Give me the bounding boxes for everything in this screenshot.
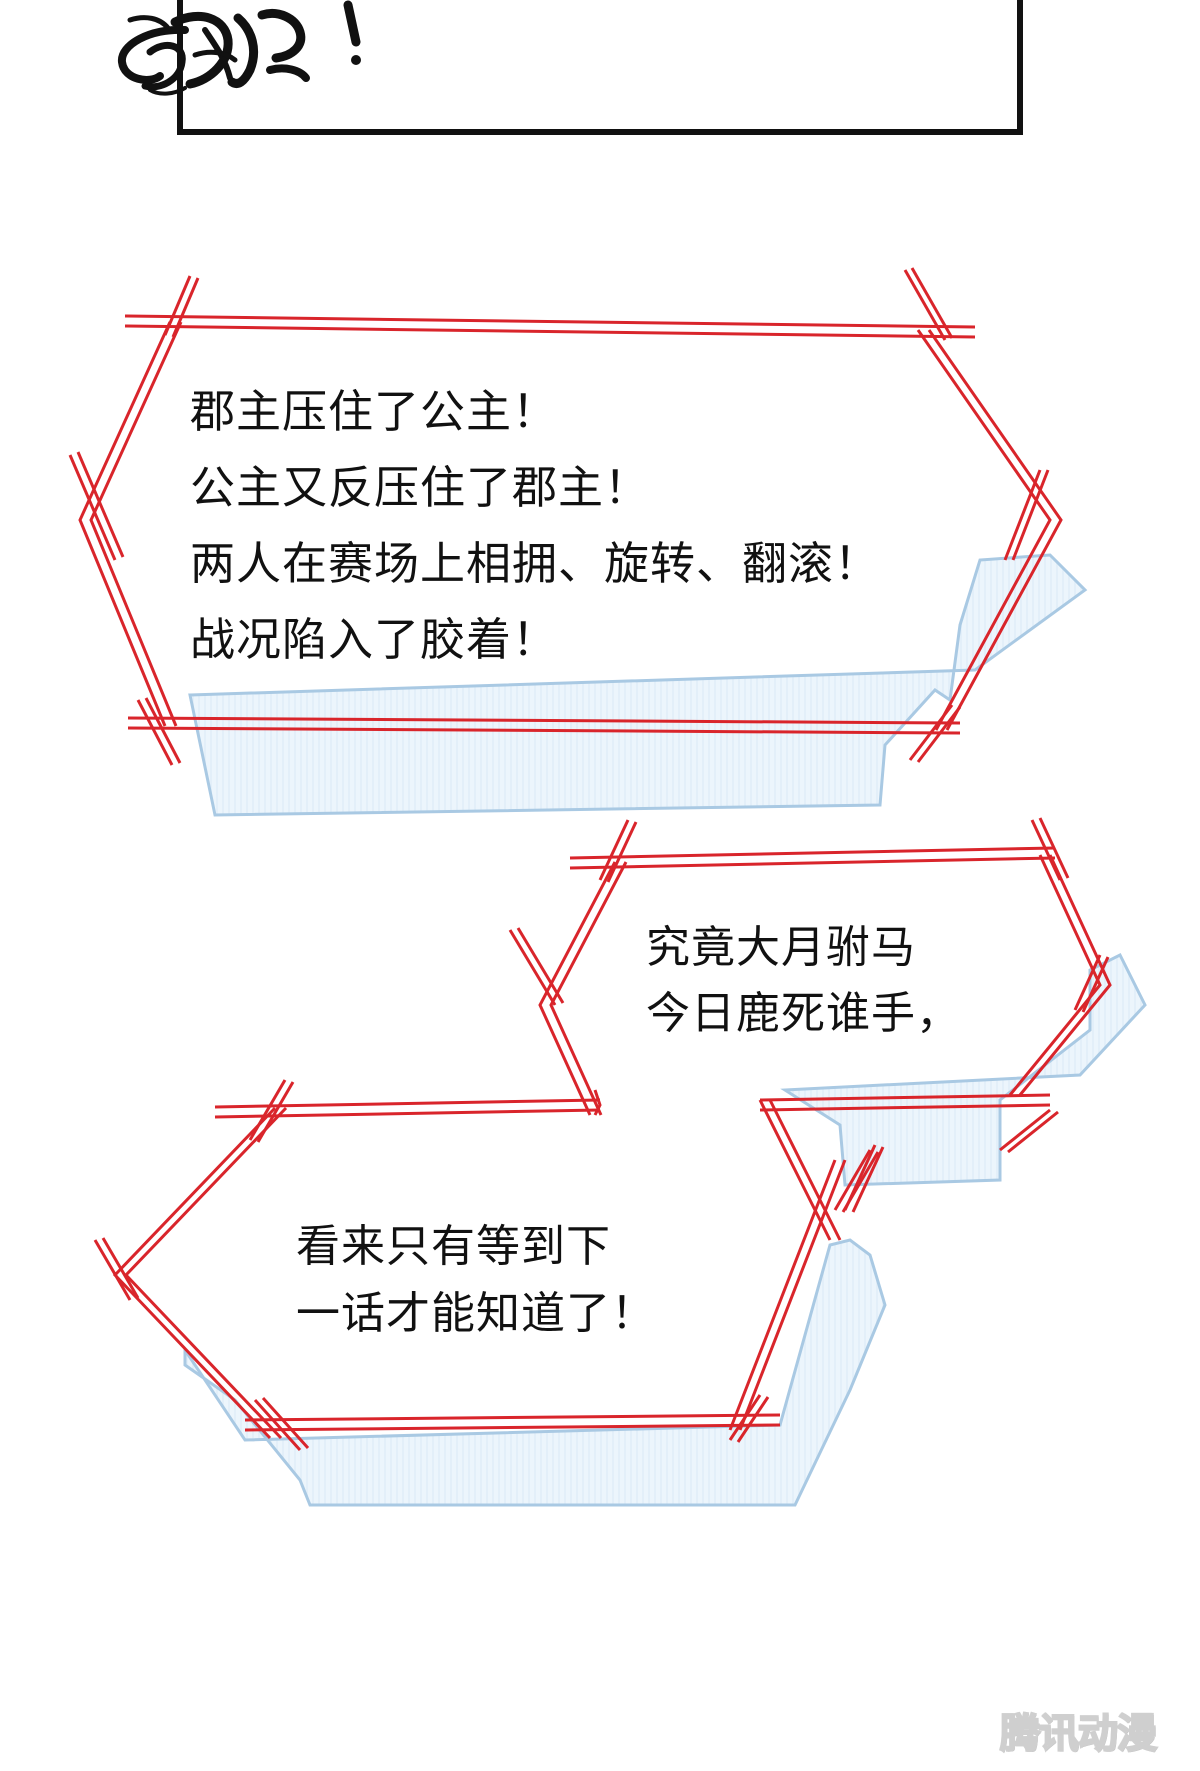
caption-1-line-2: 公主又反压住了郡主！: [190, 461, 651, 514]
scribble-sound-effect: [118, 0, 361, 96]
caption-2-line-1: 究竟大月驸马: [646, 922, 916, 973]
caption-box-3-frame: [93, 1079, 885, 1452]
caption-box-3: [93, 1079, 887, 1507]
caption-1-line-3: 两人在赛场上相拥、旋转、翻滚！: [190, 537, 881, 590]
caption-3-text: 看来只有等到下 一话才能知道了！: [296, 1213, 656, 1347]
caption-1-text: 郡主压住了公主！ 公主又反压住了郡主！ 两人在赛场上相拥、旋转、翻滚！ 战况陷入…: [190, 374, 880, 678]
caption-box-1-shadow: [188, 553, 1088, 817]
top-panel-frame: [177, 0, 1023, 135]
caption-3-line-1: 看来只有等到下: [296, 1221, 611, 1272]
caption-2-line-2: 今日鹿死谁手，: [646, 988, 961, 1039]
caption-3-line-2: 一话才能知道了！: [296, 1288, 656, 1339]
caption-1-line-4: 战况陷入了胶着！: [190, 613, 559, 666]
caption-box-2: [508, 817, 1147, 1241]
caption-1-line-1: 郡主压住了公主！: [190, 385, 559, 438]
caption-box-1: [68, 267, 1088, 817]
caption-2-text: 究竟大月驸马 今日鹿死谁手，: [646, 915, 961, 1047]
caption-box-1-frame: [68, 267, 1063, 766]
watermark-logo: 腾讯动漫: [999, 1710, 1158, 1758]
caption-box-3-shadow: [183, 1238, 887, 1507]
caption-box-2-frame: [508, 817, 1112, 1241]
